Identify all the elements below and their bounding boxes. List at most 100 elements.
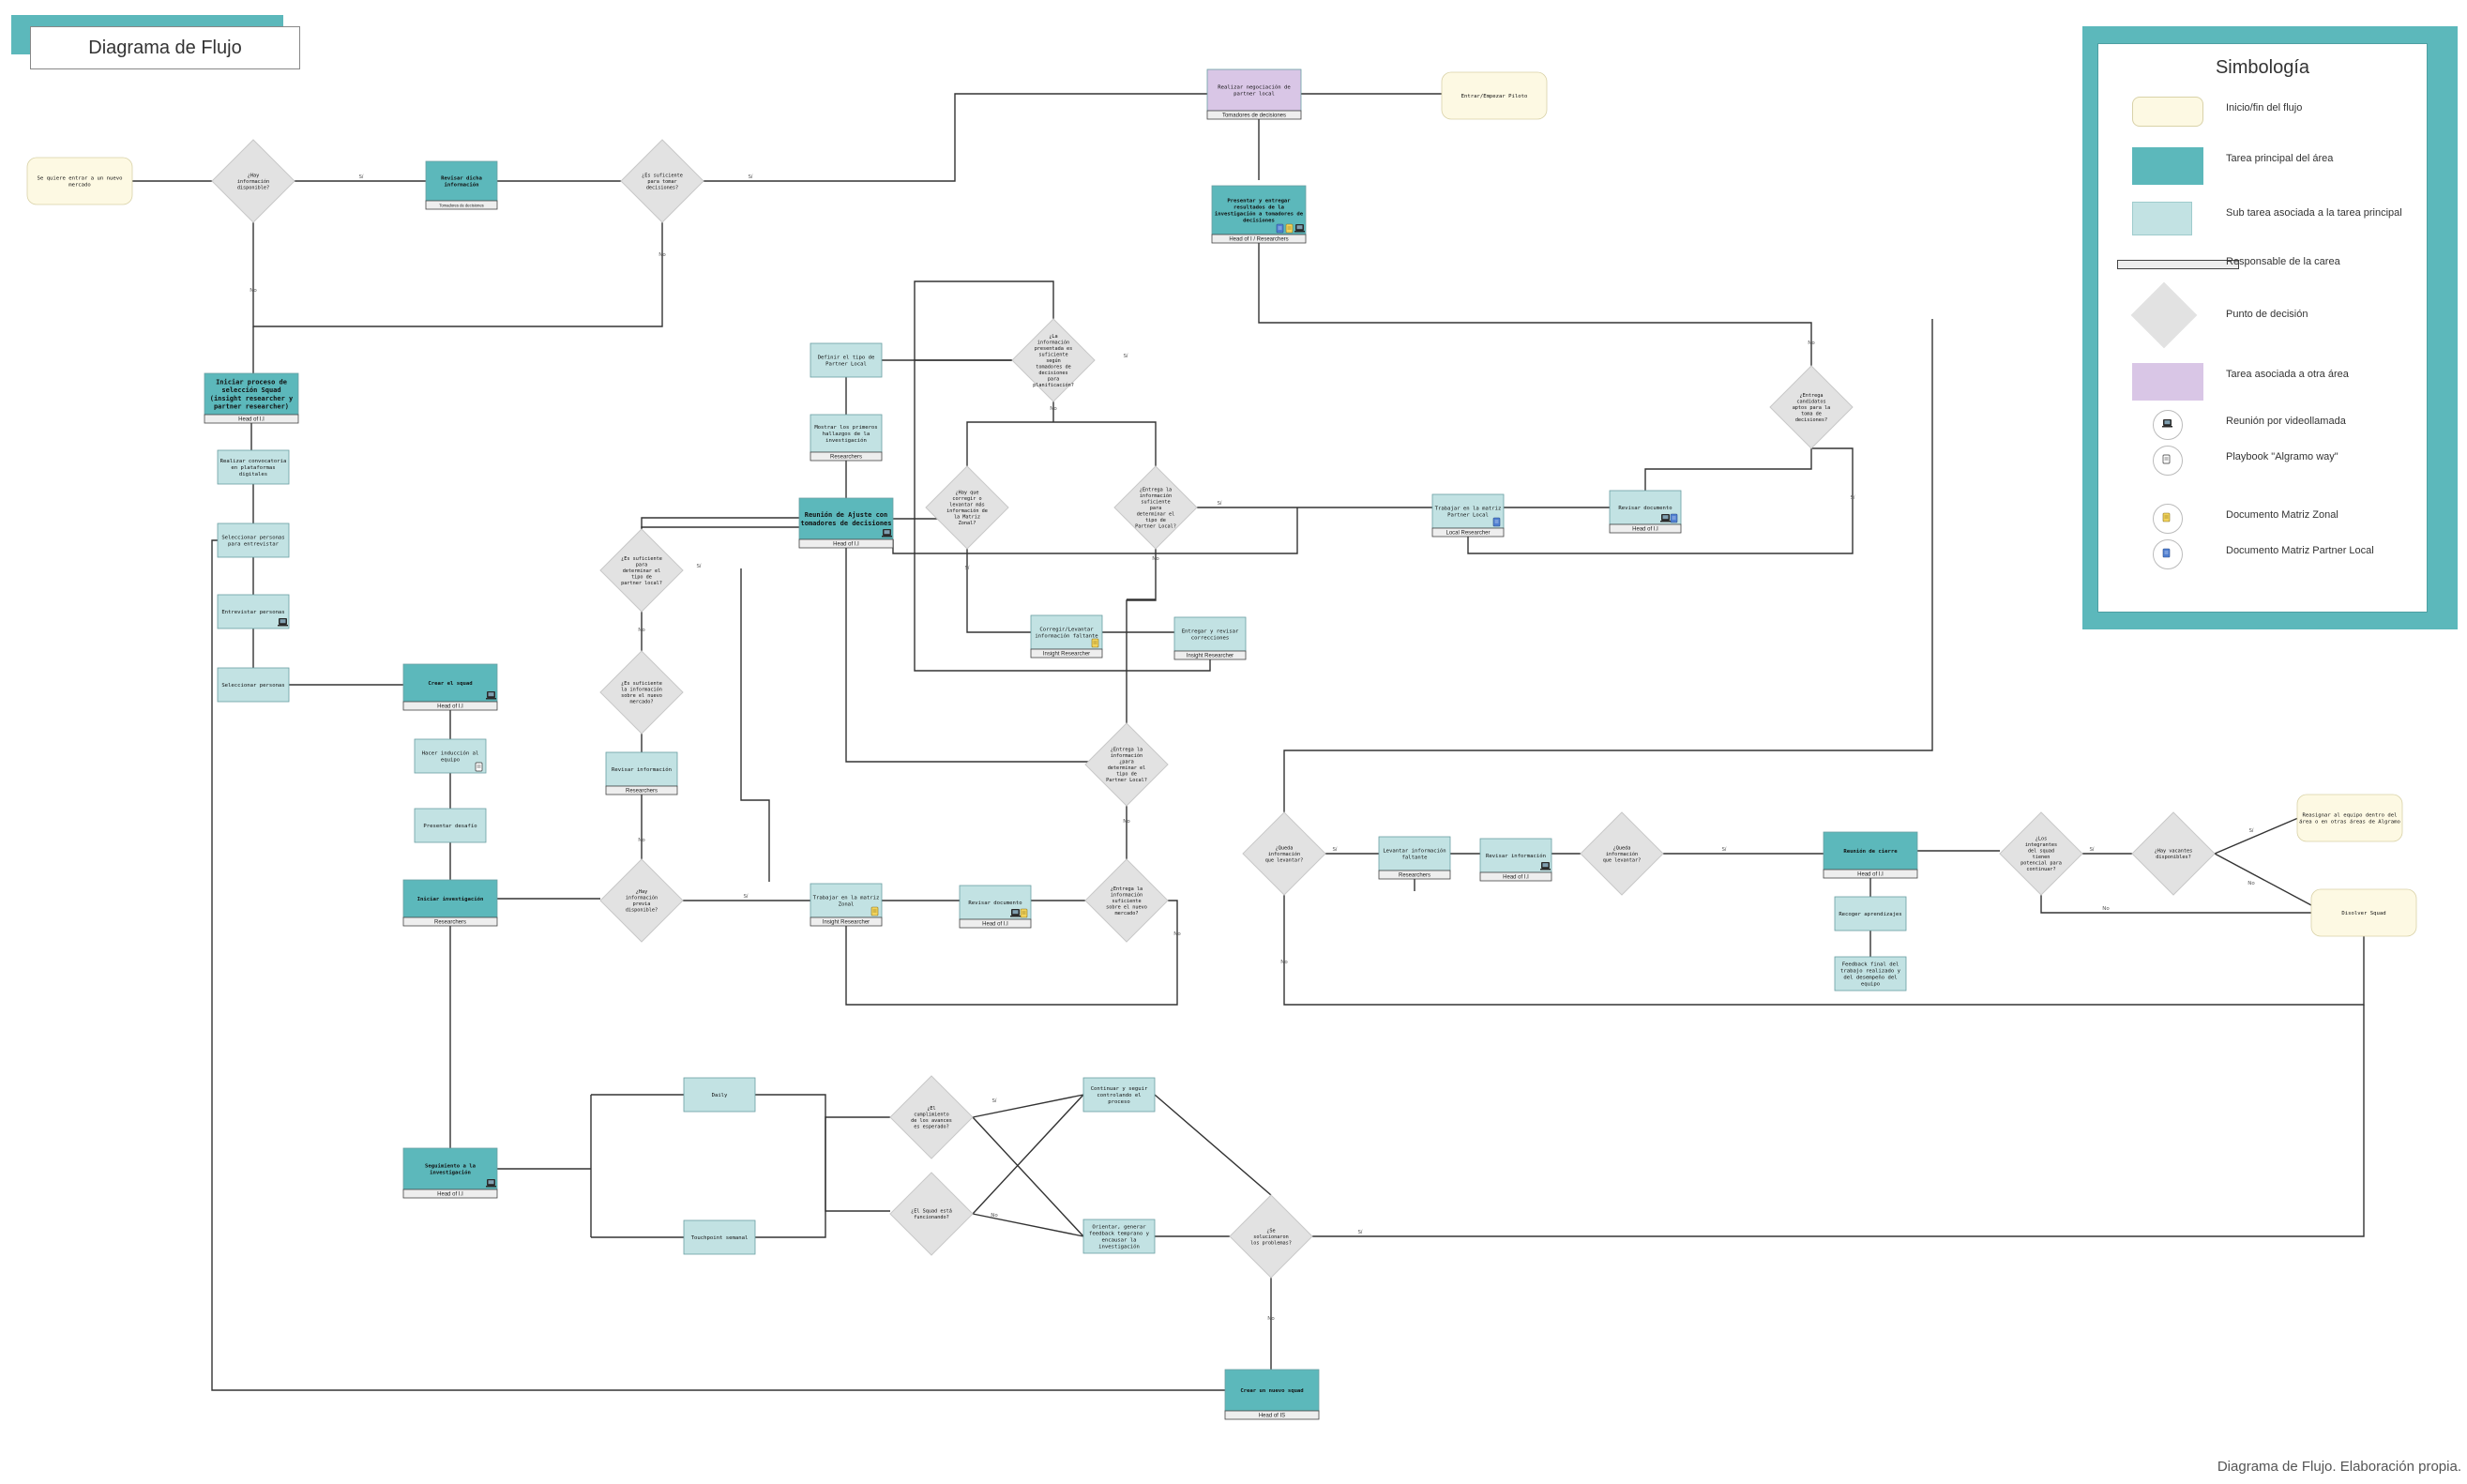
owner-bar (1206, 110, 1302, 120)
edge-label-no: No (991, 1213, 998, 1219)
owner-bar (402, 916, 498, 927)
owner-bar (425, 200, 498, 210)
legend-item: Reunión por videollamada (2098, 410, 2427, 447)
legend-item: Punto de decisión (2098, 281, 2427, 349)
edge-label-yes: Sí (1123, 353, 1128, 359)
legend-item-label: Punto de decisión (2226, 309, 2308, 320)
owner-label: Researchers (626, 789, 658, 795)
edge-label-no: No (1050, 406, 1057, 412)
video-call-icon (882, 529, 892, 538)
edge-label-no: No (2102, 906, 2110, 912)
legend-decision-symbol (2130, 281, 2198, 349)
legend-item-label: Reunión por videollamada (2226, 416, 2346, 427)
edge-label-yes: Sí (1332, 846, 1337, 853)
decision-diamond (1999, 811, 2083, 896)
owner-label: Head of I.I (1503, 875, 1529, 881)
main-task-box (798, 497, 894, 540)
node-n31: Disolver Squad (2310, 888, 2417, 937)
edges (132, 93, 2365, 1391)
node-label: Touchpoint semanal (691, 1235, 749, 1241)
edge-label-yes: Sí (1850, 494, 1854, 501)
node-label: Reunión de cierre (1843, 848, 1898, 855)
node-label: Entrar/Empezar Piloto (1461, 94, 1528, 99)
owner-label: Tomadores de decisiones (439, 204, 484, 208)
video-call-icon (2162, 419, 2172, 428)
connector-line (966, 421, 1053, 466)
node-label: Recoger aprendizajes (1839, 912, 1901, 917)
legend-item-label: Responsable de la carea (2226, 256, 2340, 267)
connector-line (1644, 448, 1812, 491)
sub-task-box (810, 414, 883, 453)
node-label: Presentar desafío (423, 823, 477, 829)
connector-line (1283, 319, 1933, 812)
sub-task-box (217, 449, 290, 485)
edge-label-yes: Sí (1721, 846, 1726, 853)
start-end-box (26, 157, 133, 205)
legend-icon-glyph (2162, 419, 2172, 428)
zonal-doc-icon (1285, 223, 1294, 234)
sub-task-box (1082, 1077, 1156, 1113)
connector-line (914, 359, 1211, 672)
node-label: Revisar información (612, 766, 672, 773)
edge-label-yes: Sí (358, 174, 363, 180)
connector-line (1126, 549, 1157, 723)
connector-line (740, 568, 770, 882)
legend-item: Inicio/fin del flujo (2098, 97, 2427, 134)
edge-label-yes: Sí (991, 1098, 996, 1104)
playbook-icon (2162, 454, 2171, 464)
main-task-box (402, 879, 498, 918)
edge-label-no: No (2248, 881, 2255, 886)
legend-item-label: Playbook "Algramo way" (2226, 451, 2338, 462)
node-n9: Entrevistar personas (217, 594, 290, 629)
owner-label: Researchers (830, 455, 862, 461)
connector-line (966, 549, 1031, 633)
node-n10: Seleccionar personas (217, 667, 290, 703)
connector-line (1053, 421, 1157, 466)
connector-line (972, 1094, 1084, 1215)
decision-diamond (1084, 858, 1169, 943)
owner-label: Head of I.I (1632, 527, 1658, 533)
owner-label: Head of IS (1259, 1414, 1285, 1419)
owner-bar (402, 701, 498, 711)
legend-owner-symbol (2117, 260, 2239, 269)
connector-line (211, 539, 1225, 1391)
node-label: Iniciar investigación (417, 896, 484, 902)
edge-label-no: No (250, 288, 257, 294)
connector-line (252, 222, 663, 327)
owner-bar (810, 451, 883, 462)
main-task-box (425, 160, 498, 202)
legend-item-label: Tarea asociada a otra área (2226, 369, 2349, 380)
connector-line (755, 1116, 890, 1238)
zonal-doc-icon (870, 906, 879, 916)
